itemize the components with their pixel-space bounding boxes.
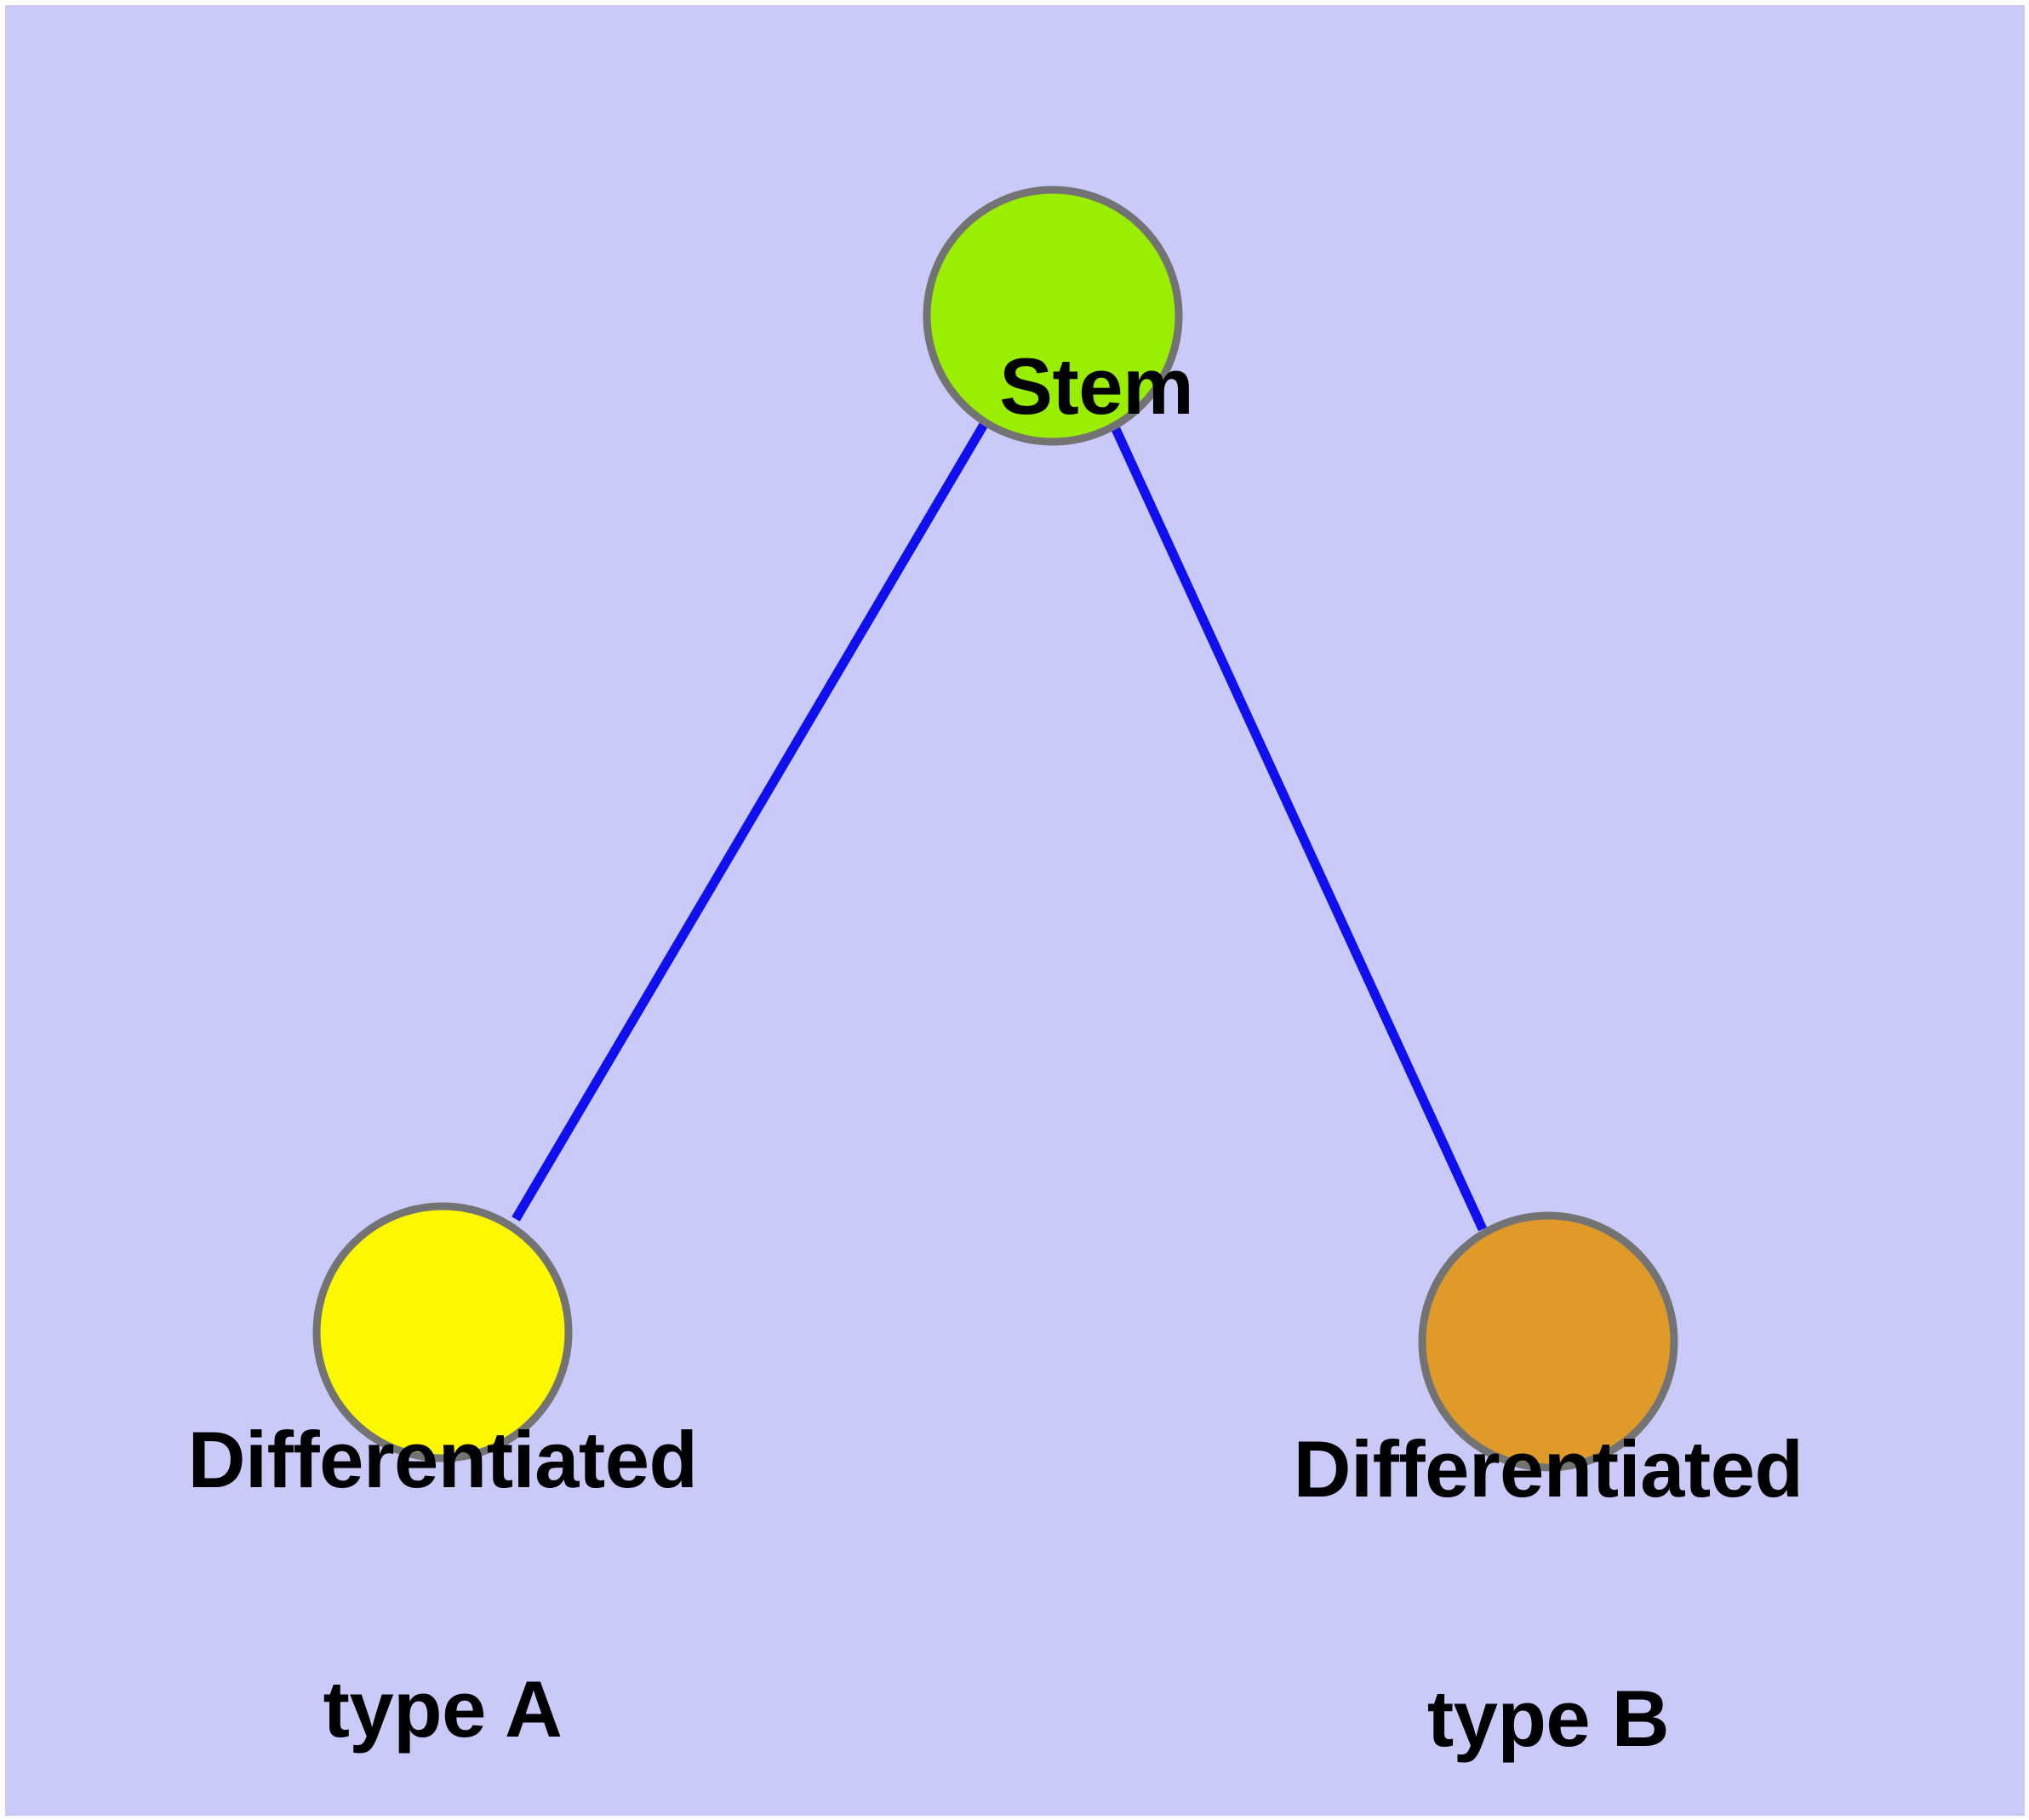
node-stem[interactable] (923, 186, 1183, 446)
edge-stem-to-type-b[interactable] (1112, 426, 1487, 1232)
node-differentiated-type-a[interactable] (312, 1202, 573, 1462)
edge-layer (512, 421, 1487, 1232)
node-differentiated-type-b[interactable] (1418, 1211, 1678, 1472)
node-layer (312, 186, 1678, 1472)
edge-stem-to-type-a[interactable] (512, 421, 989, 1222)
